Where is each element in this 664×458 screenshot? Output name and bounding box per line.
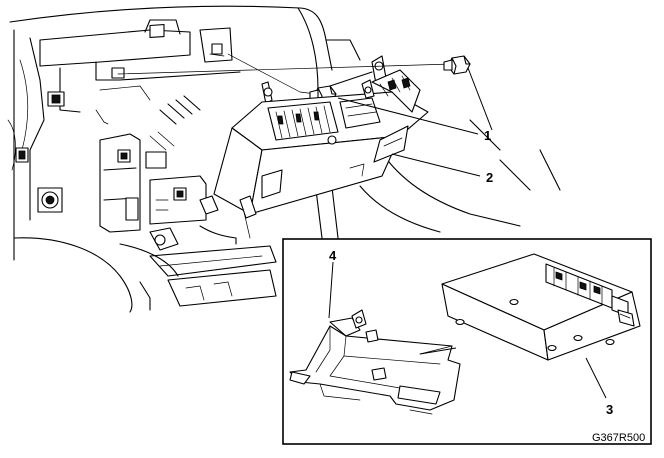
bolt-upper: [117, 55, 471, 75]
bolt-lower: [209, 53, 337, 105]
module-assembly: [199, 69, 429, 219]
callout-3-label: 3: [606, 402, 613, 417]
callout-4-label: 4: [329, 248, 337, 263]
bracket: [289, 309, 461, 415]
control-module: [441, 253, 641, 361]
callout-1-label: 1: [484, 128, 491, 143]
callout-2-label: 2: [486, 170, 493, 185]
dashboard-structure: [7, 5, 561, 313]
figure-id: G367R500: [592, 432, 645, 444]
leader-lines: [328, 67, 607, 399]
